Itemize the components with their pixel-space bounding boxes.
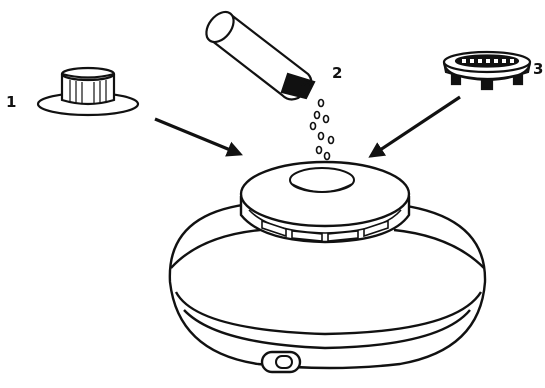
part-1-cap	[38, 68, 138, 115]
arrows	[155, 97, 460, 156]
callout-1: 1	[6, 93, 16, 111]
arrow-1	[155, 119, 240, 154]
arrow-3	[371, 97, 460, 156]
falling-particles	[311, 100, 334, 160]
part-2-cartridge	[201, 7, 314, 100]
callout-3: 3	[533, 60, 543, 78]
part-3-insert	[444, 52, 530, 89]
callout-2: 2	[332, 64, 342, 82]
humidifier-base	[170, 162, 485, 372]
